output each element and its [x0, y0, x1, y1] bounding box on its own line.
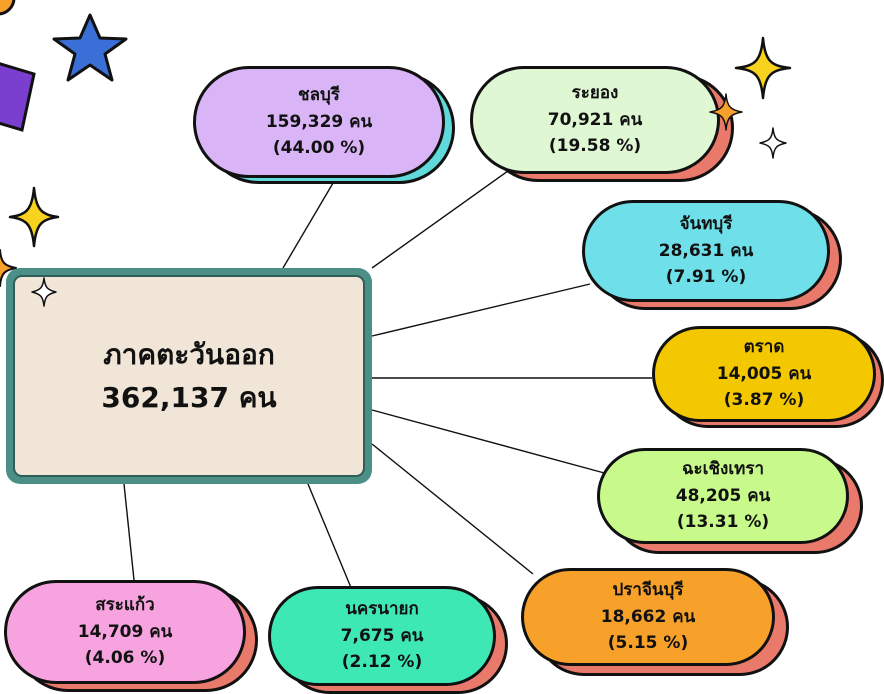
- province-node-chanthaburi: จันทบุรี 28,631 คน (7.91 %): [582, 200, 830, 302]
- province-percent: (5.15 %): [607, 633, 689, 654]
- province-count: 18,662 คน: [600, 606, 696, 627]
- province-count: 48,205 คน: [675, 485, 771, 506]
- orange-sparkle-icon: [709, 93, 743, 131]
- province-name: ปราจีนบุรี: [612, 580, 684, 601]
- province-node-rayong: ระยอง 70,921 คน (19.58 %): [470, 66, 720, 174]
- province-name: ฉะเชิงเทรา: [681, 459, 765, 480]
- connector-prachinburi: [371, 443, 534, 575]
- connector-chanthaburi: [371, 283, 591, 337]
- connector-chachoengsao: [371, 409, 609, 475]
- province-percent: (7.91 %): [665, 267, 747, 288]
- yellow-sparkle-partial-icon: [0, 249, 17, 287]
- orange-circle-decoration: [0, 0, 16, 16]
- province-node-trat: ตราด 14,005 คน (3.87 %): [652, 326, 876, 422]
- yellow-sparkle-icon: [734, 36, 792, 100]
- province-count: 7,675 คน: [340, 625, 424, 646]
- connector-sakaeo: [123, 483, 135, 581]
- province-count: 14,709 คน: [77, 621, 173, 642]
- region-total-card: ภาคตะวันออก 362,137 คน: [13, 275, 365, 477]
- province-percent: (44.00 %): [272, 138, 366, 159]
- province-percent: (2.12 %): [341, 652, 423, 673]
- province-node-chachoengsao: ฉะเชิงเทรา 48,205 คน (13.31 %): [597, 448, 849, 544]
- province-name: จันทบุรี: [679, 214, 733, 235]
- province-node-sakaeo: สระแก้ว 14,709 คน (4.06 %): [4, 580, 246, 684]
- province-percent: (4.06 %): [84, 648, 166, 669]
- province-name: ระยอง: [571, 83, 619, 104]
- outline-sparkle-icon: [759, 127, 787, 159]
- outline-sparkle-icon: [31, 277, 57, 307]
- province-name: นครนายก: [345, 599, 419, 620]
- yellow-sparkle-icon: [8, 186, 60, 248]
- province-count: 14,005 คน: [716, 363, 812, 384]
- province-name: สระแก้ว: [95, 595, 155, 616]
- province-node-nakhonnayok: นครนายก 7,675 คน (2.12 %): [268, 586, 496, 686]
- province-node-prachinburi: ปราจีนบุรี 18,662 คน (5.15 %): [521, 568, 775, 666]
- province-name: ชลบุรี: [298, 85, 340, 106]
- region-title: ภาคตะวันออก: [103, 337, 275, 371]
- province-count: 70,921 คน: [547, 109, 643, 130]
- province-percent: (13.31 %): [676, 512, 770, 533]
- connector-chonburi: [282, 177, 337, 269]
- purple-square-decoration: [0, 62, 36, 132]
- region-total-node: ภาคตะวันออก 362,137 คน: [6, 268, 372, 484]
- province-name: ตราด: [743, 337, 785, 358]
- connector-rayong: [371, 165, 516, 269]
- province-percent: (3.87 %): [723, 390, 805, 411]
- connector-nakhonnayok: [307, 483, 353, 591]
- province-count: 28,631 คน: [658, 240, 754, 261]
- province-percent: (19.58 %): [548, 136, 642, 157]
- province-node-chonburi: ชลบุรี 159,329 คน (44.00 %): [193, 66, 445, 178]
- region-total: 362,137 คน: [101, 381, 277, 414]
- blue-star-icon: [52, 13, 128, 82]
- province-count: 159,329 คน: [265, 111, 373, 132]
